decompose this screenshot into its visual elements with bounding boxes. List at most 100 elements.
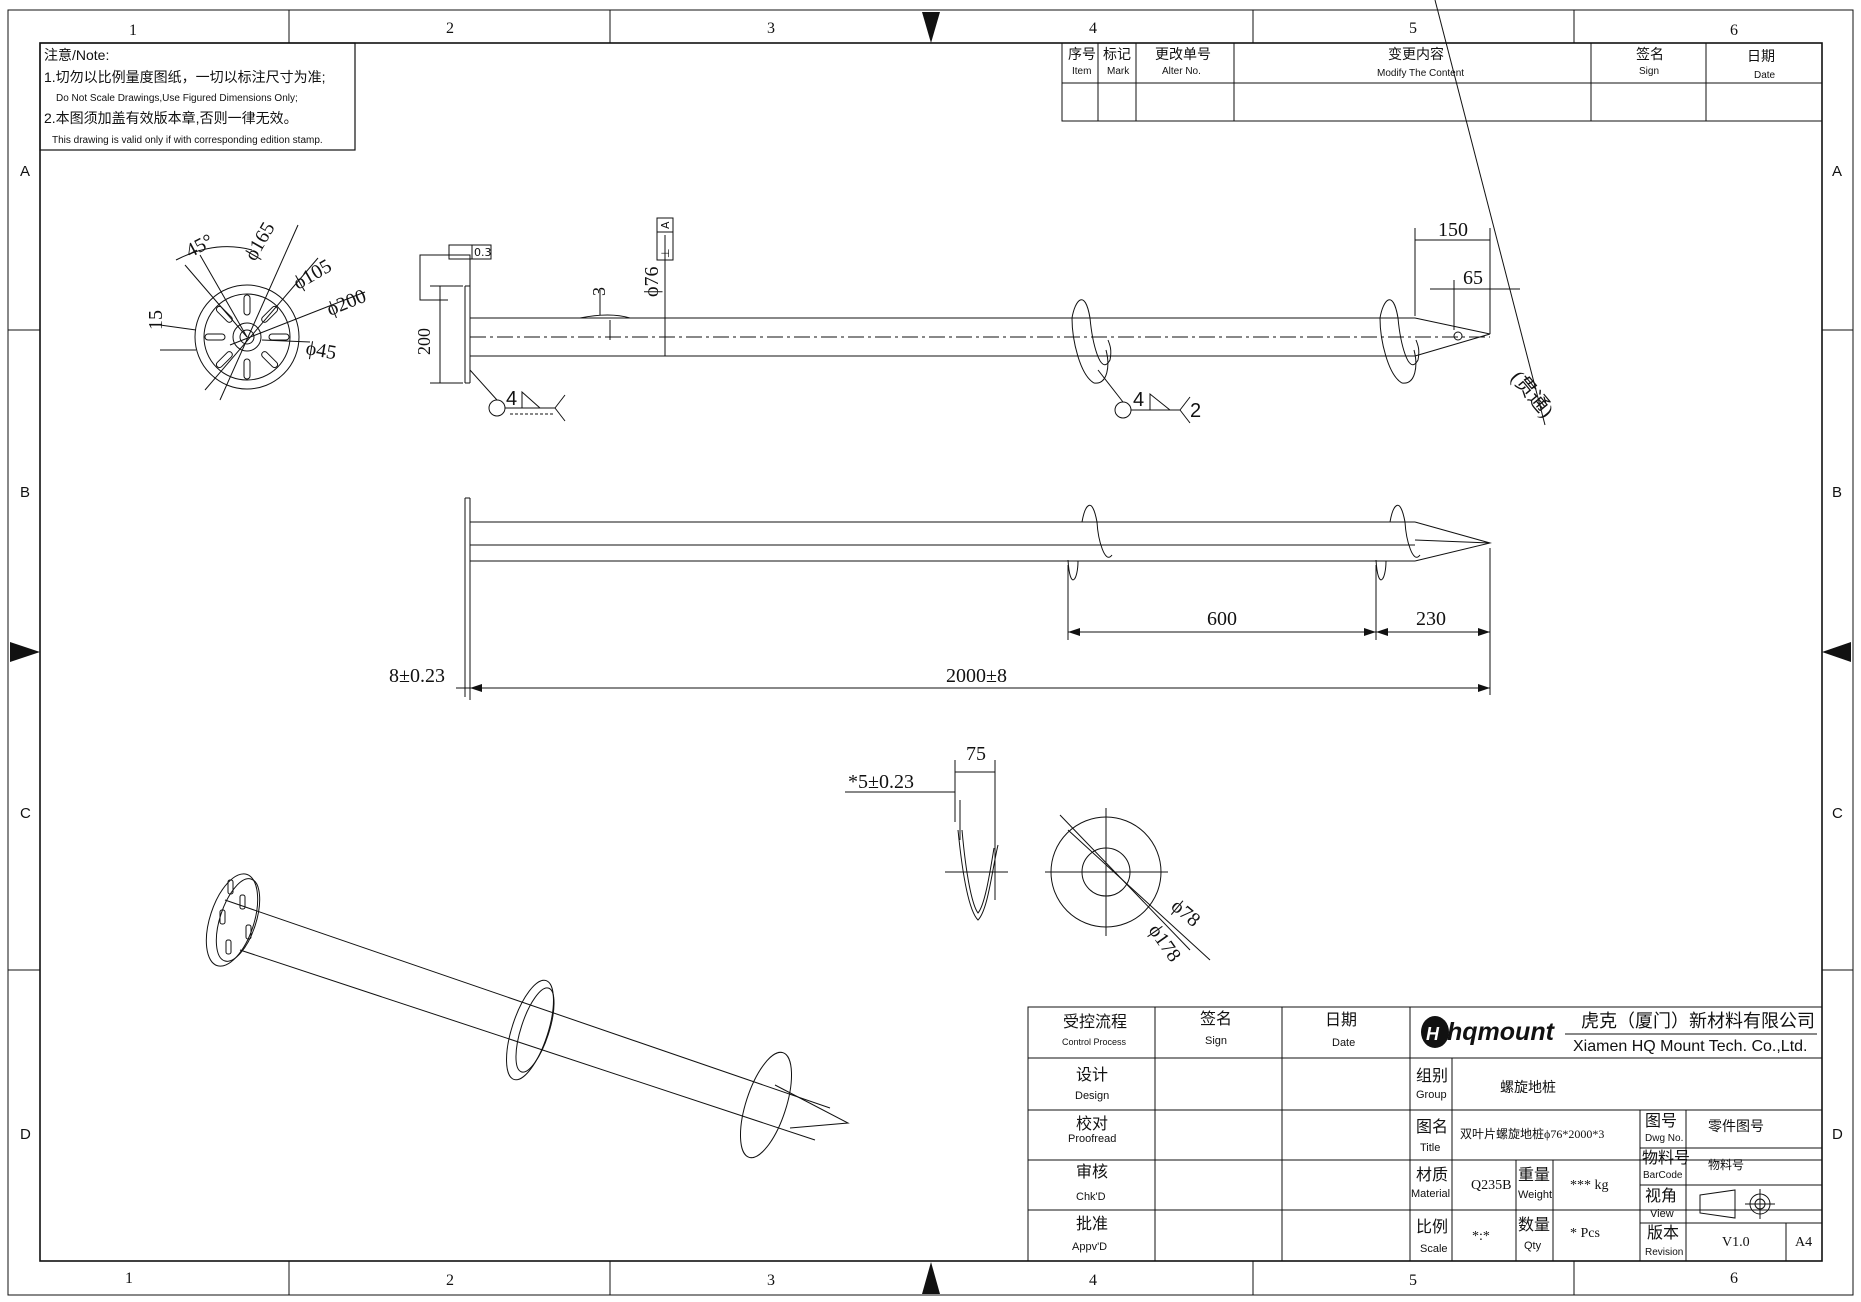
- rev-sign-cn: 签名: [1636, 46, 1664, 62]
- col-label-1: 1: [129, 22, 137, 39]
- tb-design-cn: 设计: [1076, 1066, 1108, 1084]
- tip-150-dim: 150: [1438, 219, 1468, 241]
- blade-pitch-dim: 75: [966, 743, 986, 765]
- rev-date-cn: 日期: [1747, 48, 1775, 64]
- tb-barcode-en: BarCode: [1643, 1170, 1683, 1181]
- blade-d178-dim: ϕ178: [1144, 920, 1185, 966]
- rev-item-en: Item: [1072, 66, 1091, 77]
- blade-thk-dim: *5±0.23: [848, 771, 914, 793]
- pile-side-view: [456, 497, 1492, 700]
- row-label-b: B: [20, 484, 30, 501]
- weld-size-mid: 4: [1133, 389, 1144, 411]
- note-title: 注意/Note:: [44, 47, 109, 63]
- tb-scale-en: Scale: [1420, 1243, 1448, 1255]
- weld-size-left: 4: [506, 388, 517, 410]
- tb-weight-val: *** kg: [1570, 1178, 1609, 1193]
- tb-dwg-en: Dwg No.: [1645, 1133, 1683, 1144]
- tb-proof-en: Proofread: [1068, 1133, 1116, 1145]
- note-box: 注意/Note: 1.切勿以比例量度图纸，一切以标注尺寸为准; Do Not S…: [39, 42, 356, 151]
- tb-rev-cn: 版本: [1647, 1224, 1679, 1242]
- company-cn: 虎克（厦门）新材料有限公司: [1581, 1011, 1815, 1031]
- row-label-b-r: B: [1832, 484, 1842, 501]
- tb-barcode-val: 物料号: [1708, 1158, 1744, 1172]
- note-line2-cn: 2.本图须加盖有效版本章,否则一律无效。: [44, 110, 298, 126]
- tb-qty-cn: 数量: [1518, 1216, 1550, 1234]
- rev-alter-en: Alter No.: [1162, 66, 1201, 77]
- tb-view-cn: 视角: [1645, 1187, 1677, 1205]
- row-label-c: C: [20, 805, 31, 822]
- rev-alter-cn: 更改单号: [1155, 46, 1211, 62]
- tb-scale-val: *:*: [1472, 1229, 1490, 1244]
- row-label-c-r: C: [1832, 805, 1843, 822]
- note-line1-en: Do Not Scale Drawings,Use Figured Dimens…: [56, 93, 298, 104]
- blade-plan-view: [1045, 808, 1211, 961]
- tip-230-dim: 230: [1416, 608, 1446, 630]
- col-label-4b: 4: [1089, 1272, 1097, 1289]
- blade-profile-view: [845, 760, 1008, 921]
- tb-title-en: Title: [1420, 1142, 1440, 1154]
- flange-d165-label: ϕ165: [240, 218, 279, 264]
- flange-end-view: [159, 224, 366, 401]
- tb-group-val: 螺旋地桩: [1500, 1079, 1556, 1096]
- tb-view-en: View: [1650, 1208, 1674, 1220]
- pile-isometric-view: [205, 873, 850, 1159]
- tb-title-cn: 图名: [1416, 1118, 1448, 1136]
- tb-group-cn: 组别: [1416, 1067, 1448, 1085]
- tb-material-val: Q235B: [1471, 1178, 1511, 1193]
- perp-datum: A: [659, 221, 672, 229]
- rev-sign-en: Sign: [1639, 66, 1659, 77]
- col-label-5: 5: [1409, 20, 1417, 37]
- row-label-d-r: D: [1832, 1126, 1843, 1143]
- tb-rev-en: Revision: [1645, 1247, 1683, 1258]
- pipe-dia-dim: ϕ76: [641, 266, 663, 297]
- tb-barcode-cn: 物料号: [1642, 1149, 1690, 1167]
- spacing-600-dim: 600: [1207, 608, 1237, 630]
- tb-sign-cn: 签名: [1200, 1010, 1232, 1028]
- col-label-2: 2: [446, 20, 454, 37]
- tb-appv-cn: 批准: [1076, 1215, 1108, 1233]
- dim-arrows: [470, 628, 1490, 692]
- tb-rev-val: V1.0: [1722, 1235, 1750, 1250]
- rev-content-en: Modify The Content: [1377, 68, 1464, 79]
- rev-date-en: Date: [1754, 70, 1776, 81]
- weld-num: 2: [1190, 400, 1201, 422]
- row-label-a: A: [20, 163, 30, 180]
- tb-weight-cn: 重量: [1518, 1166, 1550, 1184]
- note-line1-cn: 1.切勿以比例量度图纸，一切以标注尺寸为准;: [44, 69, 326, 85]
- wall-dim: 3: [589, 287, 609, 296]
- logo-text: hqmount: [1447, 1018, 1556, 1046]
- tb-size-val: A4: [1795, 1235, 1812, 1250]
- note-line2-en: This drawing is valid only if with corre…: [52, 135, 323, 146]
- company-en: Xiamen HQ Mount Tech. Co.,Ltd.: [1573, 1038, 1807, 1055]
- tb-date-en: Date: [1332, 1037, 1355, 1049]
- col-label-1b: 1: [125, 1270, 133, 1287]
- col-label-3: 3: [767, 20, 775, 37]
- tb-process-cn: 受控流程: [1063, 1013, 1127, 1031]
- flatness-value: 0.3: [474, 246, 492, 259]
- rev-mark-en: Mark: [1107, 66, 1130, 77]
- col-label-4: 4: [1089, 20, 1097, 37]
- tb-weight-en: Weight: [1518, 1189, 1552, 1201]
- col-label-3b: 3: [767, 1272, 775, 1289]
- tb-date-cn: 日期: [1325, 1011, 1357, 1029]
- rev-item-cn: 序号: [1068, 46, 1096, 62]
- tb-group-en: Group: [1416, 1089, 1447, 1101]
- tb-dwg-val: 零件图号: [1708, 1119, 1764, 1135]
- title-block: [1027, 1006, 1823, 1262]
- row-label-d: D: [20, 1126, 31, 1143]
- pile-top-view: [419, 0, 1546, 426]
- tb-material-en: Material: [1411, 1188, 1450, 1200]
- rev-content-cn: 变更内容: [1388, 46, 1444, 62]
- col-label-6b: 6: [1730, 1270, 1738, 1287]
- flange-d105-label: ϕ105: [290, 255, 336, 294]
- tb-scale-cn: 比例: [1416, 1218, 1448, 1236]
- total-length-dim: 2000±8: [946, 665, 1007, 687]
- svg-text:H: H: [1426, 1024, 1440, 1044]
- rev-mark-cn: 标记: [1103, 46, 1131, 62]
- col-label-2b: 2: [446, 1272, 454, 1289]
- tb-title-val: 双叶片螺旋地桩ϕ76*2000*3: [1460, 1126, 1604, 1141]
- plate-thk-dim: 8±0.23: [389, 665, 445, 687]
- tb-proof-cn: 校对: [1076, 1115, 1108, 1133]
- plate-height-dim: 200: [414, 328, 434, 355]
